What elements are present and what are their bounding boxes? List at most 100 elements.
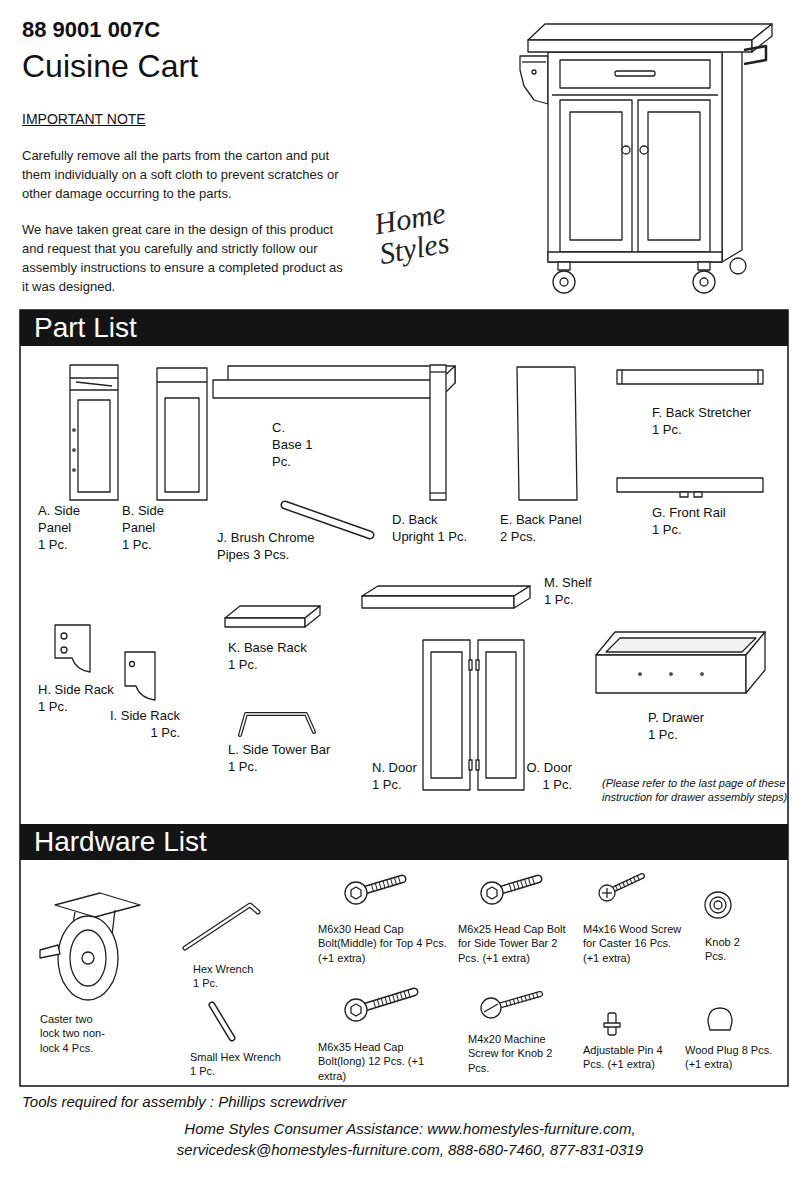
part-drawings — [469, 660, 472, 670]
part-label: D. Back Upright 1 Pc. — [392, 512, 474, 546]
cart-illustration — [548, 252, 722, 262]
hardware-drawings — [372, 880, 400, 888]
cart-illustration — [522, 61, 546, 62]
part-drawings — [746, 632, 765, 693]
hardware-drawings — [604, 1023, 620, 1027]
cart-illustration — [698, 262, 710, 270]
part-drawings — [362, 586, 530, 596]
hardware-label: M4x20 Machine Screw for Knob 2 Pcs. — [468, 1032, 573, 1075]
hardware-drawings — [362, 992, 414, 1008]
part-drawings — [478, 640, 524, 790]
part-drawings — [240, 714, 314, 735]
part-drawings — [596, 632, 765, 655]
hardware-label: Wood Plug 8 Pcs. (+1 extra) — [685, 1043, 785, 1072]
hardware-drawings — [40, 876, 732, 1038]
part-drawings — [617, 478, 763, 492]
part-drawings — [476, 760, 479, 770]
hardware-drawings — [362, 992, 414, 1008]
hardware-drawings — [606, 888, 607, 898]
hardware-drawings — [510, 880, 536, 888]
part-drawings — [423, 640, 470, 790]
drawer-note: (Please refer to the last page of these … — [602, 776, 797, 805]
hardware-drawings — [498, 994, 540, 1006]
part-drawings — [701, 673, 703, 675]
cart-illustration — [744, 46, 766, 64]
hardware-label: M6x25 Head Cap Bolt for Side Tower Bar 2… — [458, 922, 576, 965]
part-drawings — [680, 492, 688, 497]
part-label: M. Shelf 1 Pc. — [544, 575, 594, 609]
part-drawings — [70, 365, 118, 500]
cart-illustration — [560, 278, 568, 286]
hardware-drawings — [212, 1005, 232, 1038]
cart-illustration — [552, 94, 718, 95]
cart-illustration — [553, 271, 575, 293]
contact-info: Home Styles Consumer Assistance: www.hom… — [140, 1118, 680, 1160]
part-label: F. Back Stretcher 1 Pc. — [652, 405, 758, 439]
part-drawings — [165, 398, 199, 492]
part-drawings — [596, 655, 746, 693]
hardware-drawings — [345, 999, 367, 1021]
part-drawings — [70, 377, 118, 378]
hardware-drawings — [498, 879, 538, 891]
hardware-drawings — [185, 905, 258, 948]
cart-illustration — [532, 70, 536, 74]
part-drawings — [617, 370, 763, 384]
document-title: Cuisine Cart — [22, 46, 198, 88]
hardware-label: Hex Wrench 1 Pc. — [193, 962, 259, 991]
hardware-label: M6x30 Head Cap Bolt(Middle) for Top 4 Pc… — [318, 922, 448, 965]
part-drawings — [213, 380, 440, 398]
part-label: C. Base 1 Pc. — [272, 420, 314, 471]
hardware-drawings — [351, 1004, 361, 1016]
cart-illustration — [700, 278, 708, 286]
part-drawings — [476, 660, 479, 670]
cart-illustration — [528, 40, 752, 52]
part-drawings — [430, 492, 446, 493]
hardware-drawings — [112, 910, 115, 935]
section-band: Part List — [20, 310, 788, 346]
note-heading: IMPORTANT NOTE — [22, 110, 222, 128]
list-frame — [20, 310, 788, 1086]
cart-illustration — [520, 24, 772, 293]
cart-illustration — [570, 112, 622, 240]
hardware-drawings — [185, 905, 258, 948]
hardware-drawings — [481, 998, 501, 1018]
hardware-label: Knob 2 Pcs. — [705, 935, 745, 964]
hardware-drawings — [705, 892, 731, 918]
hardware-drawings — [362, 879, 402, 891]
cart-illustration — [693, 271, 715, 293]
band-heading: Hardware List — [34, 824, 788, 860]
hardware-drawings — [374, 993, 412, 1004]
part-drawings — [486, 652, 516, 778]
section-band: Hardware List — [20, 824, 788, 860]
part-label: J. Brush Chrome Pipes 3 Pcs. — [217, 530, 342, 564]
part-drawings — [78, 400, 110, 492]
cart-illustration — [560, 60, 710, 88]
hardware-drawings — [708, 1008, 732, 1030]
note-text: Carefully remove all the parts from the … — [22, 146, 352, 203]
part-drawings — [73, 429, 75, 431]
part-drawings — [225, 606, 320, 618]
hardware-drawings — [714, 901, 722, 909]
hardware-drawings — [487, 887, 497, 899]
part-drawings — [517, 367, 577, 500]
tools-note: Tools required for assembly : Phillips s… — [22, 1092, 542, 1112]
hardware-drawings — [70, 930, 106, 986]
hardware-label: M4x16 Wood Screw for Caster 16 Pcs. (+1 … — [583, 922, 683, 965]
cart-illustration — [730, 258, 746, 274]
part-drawings — [362, 596, 514, 608]
part-drawings — [606, 638, 756, 652]
cart-illustration — [648, 112, 700, 240]
brand-logo: Home Styles — [372, 193, 481, 269]
part-drawings — [514, 586, 530, 608]
hardware-drawings — [82, 952, 94, 964]
hardware-drawings — [484, 1004, 498, 1012]
part-drawings — [430, 371, 446, 372]
hardware-drawings — [506, 995, 538, 1004]
hardware-label: Small Hex Wrench 1 Pc. — [190, 1050, 285, 1079]
part-label: N. Door 1 Pc. — [372, 760, 420, 794]
part-drawings — [130, 662, 135, 667]
part-label: K. Base Rack 1 Pc. — [228, 640, 312, 674]
cart-illustration — [560, 100, 632, 252]
cart-illustration — [622, 146, 630, 154]
